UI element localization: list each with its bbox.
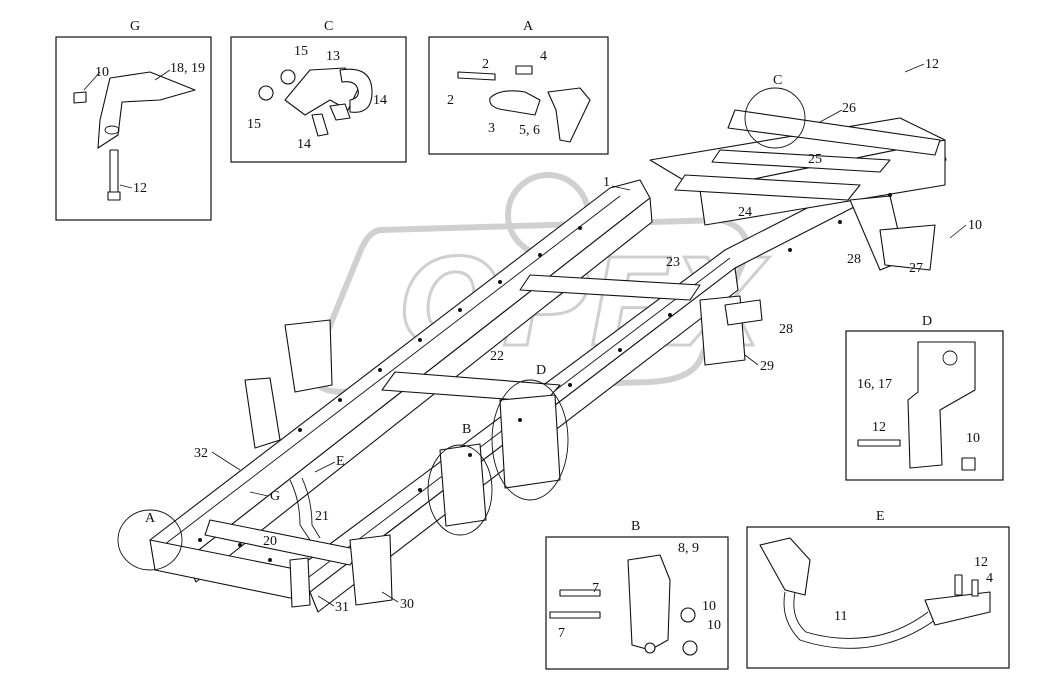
inset-g-label-10: 10	[95, 65, 109, 80]
inset-c: C 15 13 15 14 14	[230, 19, 407, 163]
inset-a-title: A	[523, 19, 534, 34]
callout-10: 10	[968, 218, 982, 233]
callout-30: 30	[400, 597, 414, 612]
callout-24: 24	[738, 205, 752, 220]
main-frame	[117, 87, 947, 613]
inset-b-title: B	[631, 519, 640, 534]
inset-b-label-10b: 10	[707, 618, 721, 633]
inset-g-label-12: 12	[133, 181, 147, 196]
inset-d-label-10: 10	[966, 431, 980, 446]
callout-23: 23	[666, 255, 680, 270]
inset-g-title: G	[130, 19, 140, 34]
inset-e-label-11: 11	[834, 609, 847, 624]
callout-32: 32	[194, 446, 208, 461]
detail-circle-d	[491, 379, 569, 501]
inset-c-label-13: 13	[326, 49, 340, 64]
inset-e-title: E	[876, 509, 885, 524]
callout-28b: 28	[779, 322, 793, 337]
inset-c-label-15a: 15	[294, 44, 308, 59]
inset-d-label-12: 12	[872, 420, 886, 435]
callout-25: 25	[808, 152, 822, 167]
detail-circle-c	[744, 87, 806, 149]
detail-circle-b	[427, 444, 493, 536]
inset-c-title: C	[324, 19, 333, 34]
inset-g: G 10 18, 19 12	[55, 19, 212, 221]
inset-c-label-15b: 15	[247, 117, 261, 132]
inset-c-label-14b: 14	[297, 137, 311, 152]
inset-b: B 8, 9 7 7 10 10	[545, 519, 729, 670]
callout-a: A	[145, 511, 156, 526]
inset-d-title: D	[922, 314, 932, 329]
inset-c-label-14a: 14	[373, 93, 387, 108]
inset-b-label-10a: 10	[702, 599, 716, 614]
callout-g: G	[270, 489, 280, 504]
callout-1: 1	[603, 175, 610, 190]
inset-a-label-2b: 2	[447, 93, 454, 108]
inset-g-label-18-19: 18, 19	[170, 61, 205, 76]
inset-b-label-7a: 7	[592, 581, 599, 596]
callout-c: C	[773, 73, 782, 88]
callout-d: D	[536, 363, 546, 378]
detail-circle-a	[117, 509, 183, 571]
callout-27: 27	[909, 261, 923, 276]
inset-a-label-4: 4	[540, 49, 547, 64]
callout-28a: 28	[847, 252, 861, 267]
inset-a-label-2a: 2	[482, 57, 489, 72]
inset-a-label-5-6: 5, 6	[519, 123, 540, 138]
callout-26: 26	[842, 101, 856, 116]
callout-21: 21	[315, 509, 329, 524]
callout-b: B	[462, 422, 471, 437]
callout-22: 22	[490, 349, 504, 364]
inset-d-label-16-17: 16, 17	[857, 377, 892, 392]
callout-12: 12	[925, 57, 939, 72]
inset-e-label-12: 12	[974, 555, 988, 570]
callout-29: 29	[760, 359, 774, 374]
inset-a-label-3: 3	[488, 121, 495, 136]
callout-20: 20	[263, 534, 277, 549]
inset-b-label-7b: 7	[558, 626, 565, 641]
callout-31: 31	[335, 600, 349, 615]
main-callouts: 1 26 25 12 24 10 23 28 27 28 29 22 32 E …	[145, 57, 982, 615]
inset-a: A 2 4 2 3 5, 6	[428, 19, 609, 155]
inset-b-label-8-9: 8, 9	[678, 541, 699, 556]
callout-e: E	[336, 454, 345, 469]
inset-e: E 12 4 11	[746, 509, 1010, 669]
inset-e-label-4: 4	[986, 571, 993, 586]
inset-d: D 16, 17 12 10	[845, 314, 1004, 481]
